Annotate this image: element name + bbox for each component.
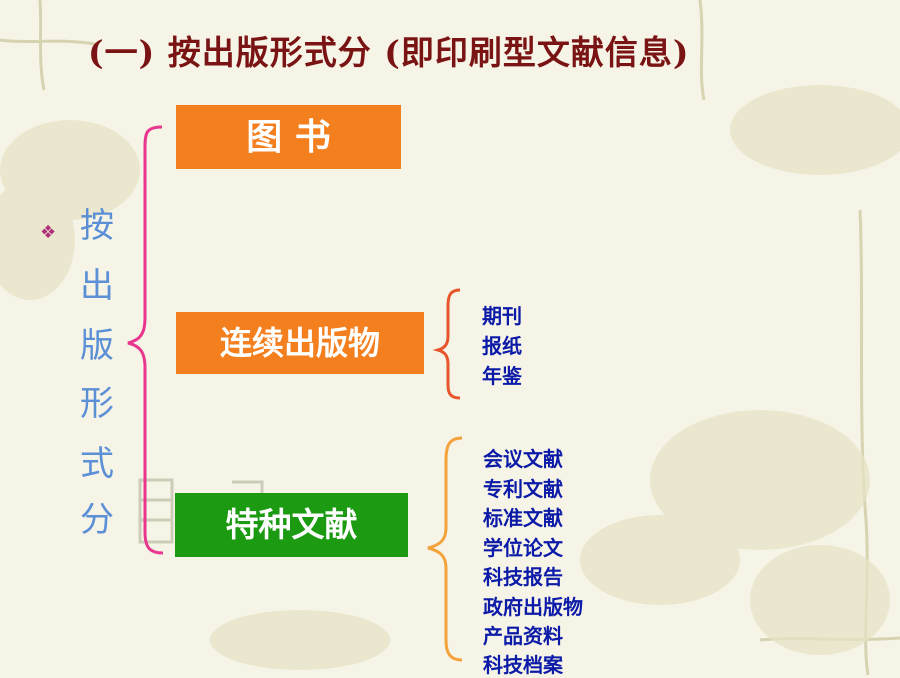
serial-brace — [432, 288, 461, 400]
special-item-4: 学位论文 — [483, 536, 563, 560]
side-char-1: 按 — [80, 206, 114, 246]
serial-box: 连续出版物 — [176, 312, 424, 374]
special-item-7: 产品资料 — [483, 624, 563, 648]
page-title: (一) 按出版形式分 (即印刷型文献信息) — [88, 33, 690, 72]
special-item-8: 科技档案 — [483, 653, 563, 677]
serial-item-3: 年鉴 — [482, 364, 522, 388]
serial-item-1: 期刊 — [482, 304, 522, 328]
side-char-2: 出 — [80, 266, 114, 306]
main-brace — [127, 125, 164, 555]
special-item-1: 会议文献 — [483, 447, 563, 471]
bullet-icon: ❖ — [40, 222, 57, 243]
side-char-5: 式 — [80, 444, 114, 484]
book-box: 图 书 — [176, 105, 401, 169]
side-char-4: 形 — [80, 384, 114, 424]
serial-item-2: 报纸 — [482, 334, 522, 358]
special-item-3: 标准文献 — [483, 506, 563, 530]
special-item-5: 科技报告 — [483, 565, 563, 589]
special-box: 特种文献 — [175, 493, 408, 557]
special-item-6: 政府出版物 — [483, 595, 583, 619]
special-item-2: 专利文献 — [483, 477, 563, 501]
side-char-6: 分 — [80, 500, 114, 540]
side-char-3: 版 — [80, 326, 114, 366]
special-brace — [427, 436, 463, 662]
